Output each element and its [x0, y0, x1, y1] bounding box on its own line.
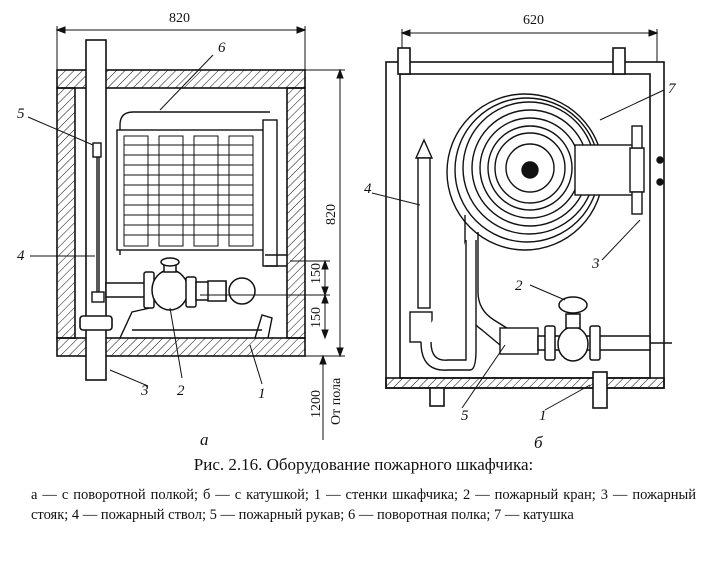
- figure-caption: Рис. 2.16. Оборудование пожарного шкафчи…: [0, 455, 727, 525]
- bottom-bracket-a: [119, 307, 273, 339]
- label-a-3: 3: [140, 383, 149, 399]
- label-b-3: 3: [591, 256, 600, 272]
- fire-riser-pipe: [79, 39, 113, 381]
- label-b-2: 2: [515, 278, 523, 294]
- dimension-width-a-label: 820: [169, 11, 190, 26]
- fire-valve-a: [105, 257, 256, 311]
- dimension-height-a-label: 820: [324, 204, 339, 225]
- label-a-4: 4: [17, 248, 25, 264]
- caption-title: Рис. 2.16. Оборудование пожарного шкафчи…: [193, 455, 534, 474]
- swivel-shelf: [116, 111, 287, 267]
- subfigure-b-label: б: [534, 433, 543, 452]
- cabinet-walls-a: [56, 69, 306, 357]
- fire-nozzle-b: [409, 138, 477, 371]
- dimension-lower-label: 150: [309, 307, 324, 328]
- subfigure-a-label: а: [200, 430, 209, 449]
- label-b-7: 7: [668, 81, 677, 97]
- label-a-6: 6: [218, 40, 226, 56]
- caption-legend: а — с поворотной полкой; б — с катушкой;…: [31, 487, 696, 523]
- fire-cabinet-diagram: 820: [17, 11, 677, 452]
- label-a-2: 2: [177, 383, 185, 399]
- fire-valve-b: [537, 296, 672, 362]
- label-a-1: 1: [258, 386, 266, 402]
- leaders-b: [371, 89, 665, 411]
- dimension-width-a: [55, 26, 307, 70]
- dimension-floor-text: От пола: [329, 377, 344, 425]
- dimension-valve-label: 150: [309, 263, 324, 284]
- leaders-a: [27, 54, 263, 387]
- label-a-5: 5: [17, 106, 25, 122]
- hose-reel: [446, 93, 664, 251]
- dimension-width-b-label: 620: [523, 13, 544, 28]
- dimension-width-b: [400, 29, 659, 62]
- fire-nozzle-a: [91, 142, 105, 303]
- label-b-5: 5: [461, 408, 469, 424]
- label-b-4: 4: [364, 181, 372, 197]
- label-b-1: 1: [539, 408, 547, 424]
- folded-hose: [123, 135, 254, 247]
- dimension-floor-label: 1200: [309, 390, 324, 418]
- dimension-height-a: [200, 68, 345, 440]
- figure-a: 820: [17, 11, 345, 449]
- figure-b: 620: [364, 13, 677, 452]
